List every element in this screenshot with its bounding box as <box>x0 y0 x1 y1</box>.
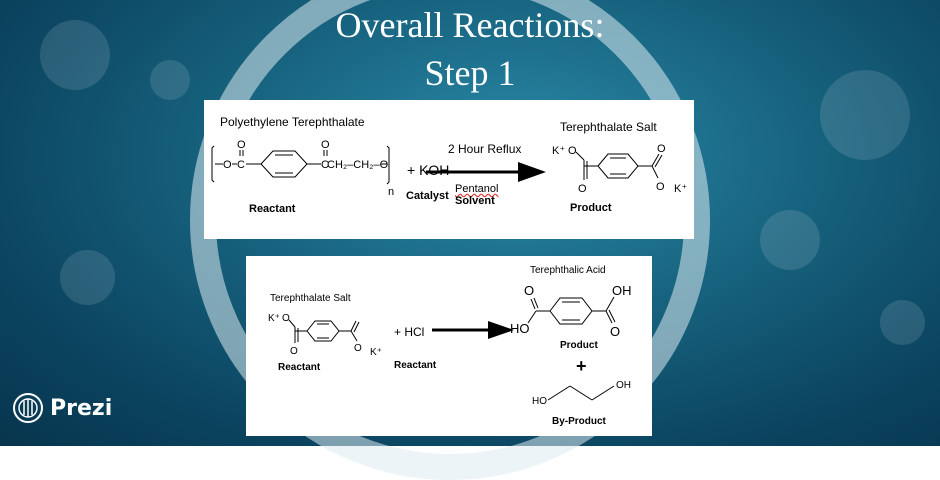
pet-subscript-n: n <box>388 186 395 198</box>
prezi-logo[interactable]: Prezi <box>12 392 112 424</box>
reaction2-product-name: Terephthalic Acid <box>530 265 606 276</box>
reaction1-condition: 2 Hour Reflux <box>448 142 522 156</box>
reaction2-product-label: Product <box>560 340 598 351</box>
background-bubble <box>40 20 110 90</box>
salt1-oxygen-4: O <box>656 181 665 193</box>
salt2-oxygen-3: O <box>354 343 362 354</box>
prezi-logo-icon <box>13 393 43 423</box>
glycol-hydroxyl-left: HO <box>532 396 547 407</box>
reaction1-product-label: Product <box>570 202 612 214</box>
prezi-logo-text: Prezi <box>50 395 113 421</box>
background-bubble <box>60 250 115 305</box>
acid-hydroxyl-right: OH <box>612 283 632 298</box>
background-bubble <box>150 60 190 100</box>
reaction1-solvent-label: Solvent <box>455 195 495 207</box>
pet-oxygen-2: O <box>237 139 246 151</box>
pet-carbon-1: C <box>237 159 245 171</box>
acid-oxygen-1: O <box>524 283 534 298</box>
glycol-hydroxyl-right: OH <box>616 380 631 391</box>
background-bubble <box>880 300 925 345</box>
pet-carbon-2: C <box>321 159 329 171</box>
pet-ch2-chain: CH₂–CH₂–O <box>327 159 389 171</box>
reaction1-panel: Polyethylene Terephthalate O C O C O CH₂… <box>204 100 694 239</box>
reaction2-reagent-label: Reactant <box>394 360 437 371</box>
background-bubble <box>820 70 910 160</box>
salt2-potassium-1: K⁺ <box>268 313 280 324</box>
reaction1-reagent: + KOH <box>407 162 450 178</box>
salt1-potassium-2: K⁺ <box>674 183 687 195</box>
pet-bracket-right <box>381 145 390 185</box>
terephthalate-salt-structure-2: K⁺ O O O K⁺ <box>268 313 382 358</box>
pet-oxygen-1: O <box>223 159 232 171</box>
ethylene-glycol-structure: HO OH <box>532 380 631 407</box>
acid-hydroxyl-left: HO <box>510 321 530 336</box>
reaction2-reactant-name: Terephthalate Salt <box>270 293 351 304</box>
pet-ch2-b: CH₂ <box>353 159 374 171</box>
salt1-oxygen-3: O <box>657 143 666 155</box>
salt2-potassium-2: K⁺ <box>370 347 382 358</box>
reaction1-product-name: Terephthalate Salt <box>560 120 657 134</box>
slide-title-line1: Overall Reactions: <box>335 5 605 45</box>
salt1-oxygen-1: O <box>568 145 577 157</box>
pet-structure: O C O C O <box>211 139 330 183</box>
salt2-oxygen-1: O <box>282 313 290 324</box>
reaction2-arrow <box>432 321 514 339</box>
salt1-potassium-1: K⁺ <box>552 145 565 157</box>
reaction1-solvent-name: Pentanol <box>455 183 499 195</box>
reaction2-panel: Terephthalate Salt K⁺ O O O K⁺ Reactant … <box>246 256 652 436</box>
background-bubble <box>760 210 820 270</box>
pet-oxygen-4: O <box>379 159 389 171</box>
reaction2-reagent: + HCl <box>394 325 425 339</box>
terephthalic-acid-structure: O HO OH O <box>510 283 632 339</box>
reaction1-reactant-label: Reactant <box>249 203 296 215</box>
slide-title-line2: Step 1 <box>424 53 516 93</box>
reaction2-reactant-label: Reactant <box>278 362 321 373</box>
reaction2-plus-sign: + <box>576 356 587 376</box>
reaction2-byproduct-label: By-Product <box>552 416 606 427</box>
acid-oxygen-2: O <box>610 324 620 339</box>
terephthalate-salt-structure-1: K⁺ O O O O K⁺ <box>552 143 687 195</box>
reaction1-catalyst-label: Catalyst <box>406 190 449 202</box>
pet-oxygen-3: O <box>321 139 330 151</box>
salt2-oxygen-2: O <box>290 346 298 357</box>
salt1-oxygen-2: O <box>578 183 587 195</box>
pet-ch2-a: CH₂ <box>327 159 348 171</box>
reaction1-arrow <box>426 162 546 182</box>
reaction1-reactant-name: Polyethylene Terephthalate <box>220 115 365 129</box>
